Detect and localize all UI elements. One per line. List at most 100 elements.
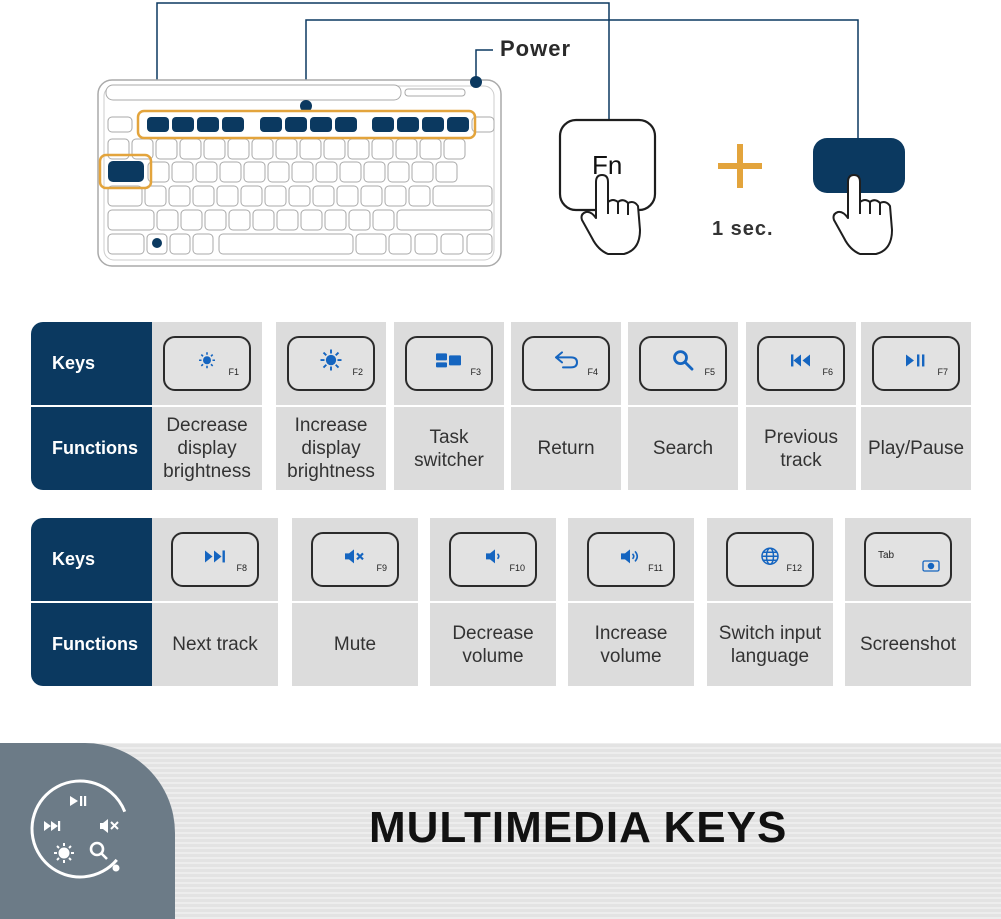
function-label: Increase volume <box>594 622 668 667</box>
key-label: F8 <box>236 563 247 573</box>
mute-icon <box>100 819 119 833</box>
key-label: F6 <box>822 367 833 377</box>
screenshot-icon <box>922 559 940 577</box>
keycap-f4: F4 <box>522 336 610 391</box>
keycap-f11: F11 <box>587 532 675 587</box>
key-cell: F11 <box>568 518 694 601</box>
keycap-f7: F7 <box>872 336 960 391</box>
key-label: F4 <box>587 367 598 377</box>
key-label: F10 <box>509 563 525 573</box>
brightness-icon <box>54 843 74 863</box>
table-header-column: Keys Functions <box>31 518 152 686</box>
key-label: F2 <box>352 367 363 377</box>
keycap-tab: Tab <box>864 532 952 587</box>
brightness-high-icon <box>319 348 343 377</box>
function-cell: Next track <box>152 603 278 686</box>
function-cell: Task switcher <box>394 407 504 490</box>
functions-header: Functions <box>52 438 138 458</box>
function-label: Return <box>537 438 595 459</box>
keys-header: Keys <box>52 353 96 373</box>
function-label: Decrease display brightness <box>163 415 251 482</box>
function-label: Task switcher <box>414 426 484 471</box>
function-label: Search <box>652 438 714 459</box>
page-title: MULTIMEDIA KEYS <box>369 803 788 852</box>
key-label: F1 <box>228 367 239 377</box>
keys-header: Keys <box>52 549 96 569</box>
keyboard-illustration <box>97 2 905 267</box>
key-cell: F12 <box>707 518 833 601</box>
power-label: Power <box>500 36 572 61</box>
key-label: F9 <box>376 563 387 573</box>
task-switcher-icon <box>435 351 463 374</box>
key-cell: F4 <box>511 322 621 405</box>
keyboard-diagram: Power Fn 1 sec. <box>0 0 1001 300</box>
fn-key-label: Fn <box>592 150 623 180</box>
volume-up-icon <box>619 547 643 570</box>
function-cell: Switch input language <box>707 603 833 686</box>
mute-icon <box>343 547 367 570</box>
function-cell: Screenshot <box>845 603 971 686</box>
function-label: Mute <box>333 634 377 655</box>
function-label: Decrease volume <box>452 622 534 667</box>
volume-down-icon <box>484 547 502 570</box>
keycap-f12: F12 <box>726 532 814 587</box>
play-pause-icon <box>70 796 87 806</box>
previous-track-icon <box>789 352 813 373</box>
key-cell: F3 <box>394 322 504 405</box>
keycap-f6: F6 <box>757 336 845 391</box>
brightness-low-icon <box>197 350 217 375</box>
function-label: Switch input language <box>718 622 822 667</box>
key-label: F7 <box>937 367 948 377</box>
footer-banner: MULTIMEDIA KEYS <box>0 743 1001 919</box>
table-header-column: Keys Functions <box>31 322 152 490</box>
function-cell: Play/Pause <box>861 407 971 490</box>
keycap-f9: F9 <box>311 532 399 587</box>
key-label: F11 <box>648 563 663 573</box>
function-label: Next track <box>172 634 258 655</box>
globe-icon <box>760 546 780 571</box>
keycap-f3: F3 <box>405 336 493 391</box>
search-icon <box>672 349 694 376</box>
function-cell: Increase volume <box>568 603 694 686</box>
key-cell: F2 <box>276 322 386 405</box>
function-cell: Return <box>511 407 621 490</box>
multimedia-badge-icons <box>30 779 130 879</box>
key-cell: Tab <box>845 518 971 601</box>
function-cell: Decrease display brightness <box>152 407 262 490</box>
function-cell: Previous track <box>746 407 856 490</box>
key-cell: F6 <box>746 322 856 405</box>
function-cell: Decrease volume <box>430 603 556 686</box>
key-cell: F5 <box>628 322 738 405</box>
functions-header: Functions <box>52 634 138 654</box>
function-label: Previous track <box>764 426 838 471</box>
key-cell: F10 <box>430 518 556 601</box>
key-cell: F1 <box>152 322 262 405</box>
next-track-icon <box>44 821 61 831</box>
function-cell: Search <box>628 407 738 490</box>
multimedia-badge <box>0 743 175 919</box>
keycap-f10: F10 <box>449 532 537 587</box>
function-label: Increase display brightness <box>287 415 375 482</box>
play-pause-icon <box>904 352 928 373</box>
return-icon <box>553 350 579 374</box>
key-cell: F7 <box>861 322 971 405</box>
search-icon <box>89 841 108 860</box>
function-label: Screenshot <box>859 634 957 655</box>
function-cell: Mute <box>292 603 418 686</box>
pointing-hand-icon <box>580 174 641 255</box>
key-label: F3 <box>470 367 481 377</box>
next-track-icon <box>203 548 227 569</box>
